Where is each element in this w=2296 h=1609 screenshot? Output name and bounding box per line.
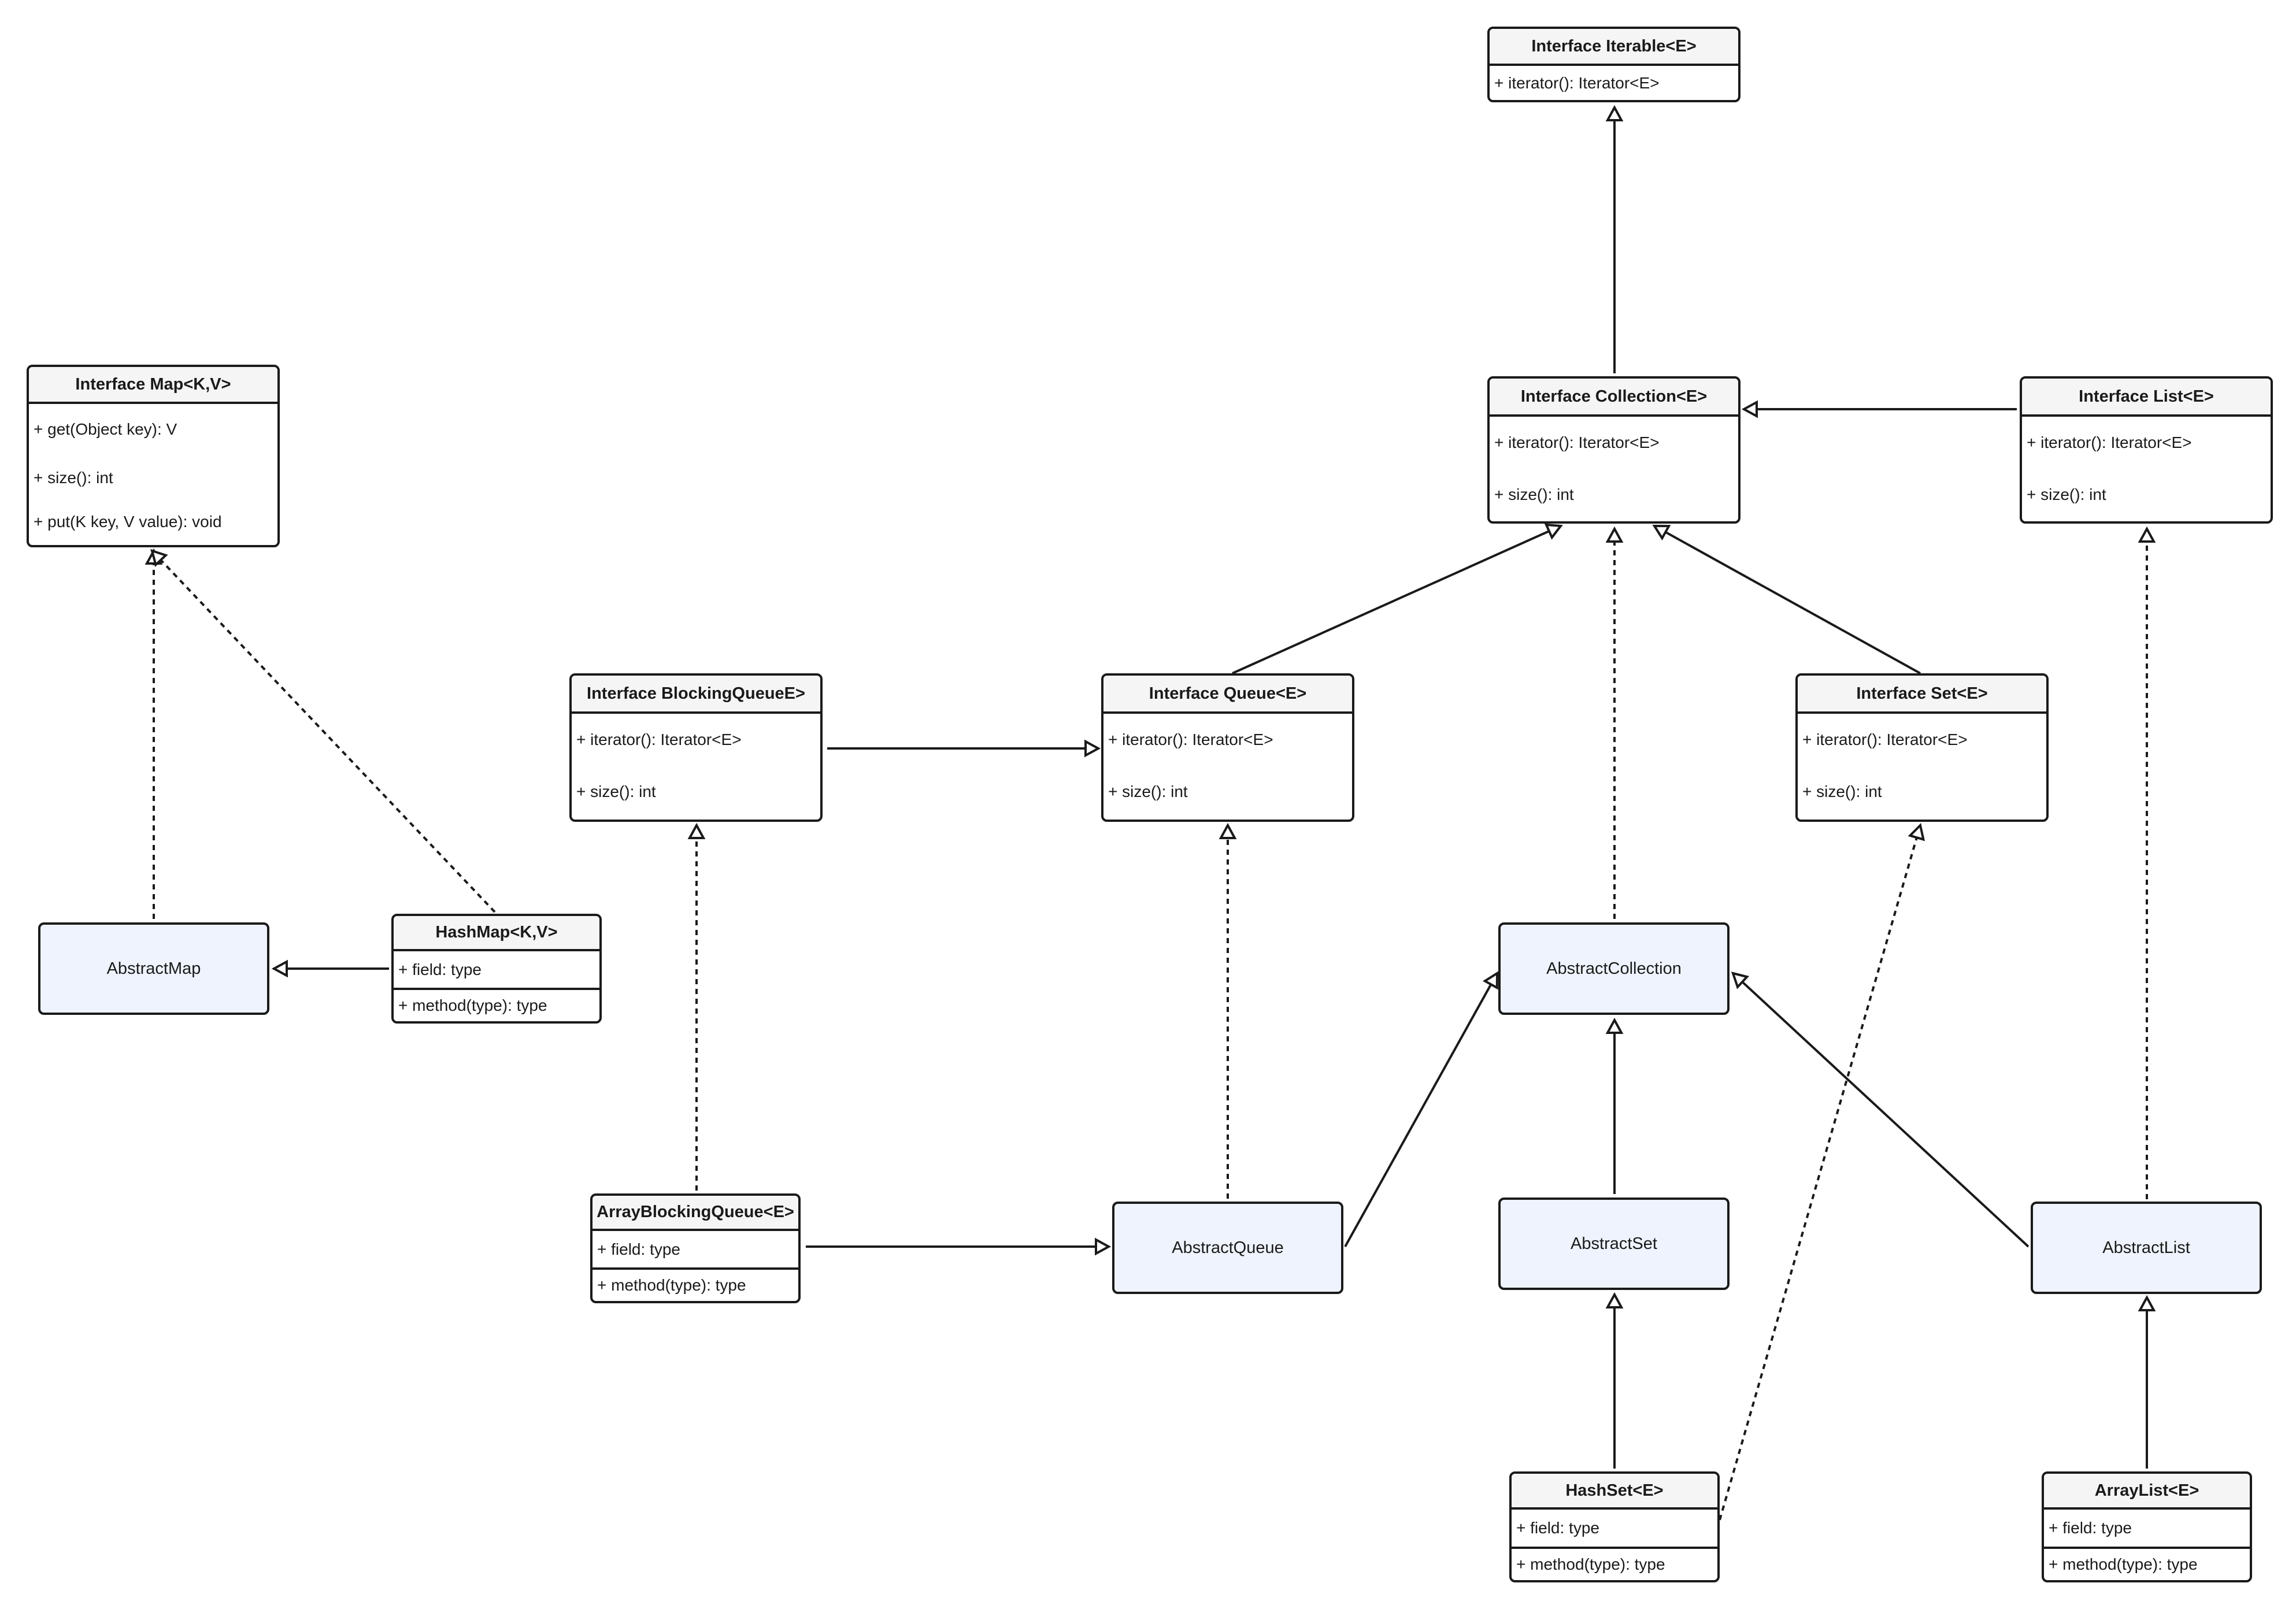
edge-set-to-collection	[1652, 524, 1921, 674]
node-interface-blocking-queue[interactable]: Interface BlockingQueueE> + iterator(): …	[569, 673, 823, 822]
edge-array_blocking_queue-to-abstract_queue	[806, 1237, 1112, 1256]
edge-arraylist-to-abstract_list	[2138, 1295, 2156, 1469]
edge-hashset-to-set	[1719, 822, 1925, 1521]
node-interface-iterable[interactable]: Interface Iterable<E> + iterator(): Iter…	[1487, 27, 1740, 102]
node-class-arraylist[interactable]: ArrayList<E> + field: type + method(type…	[2042, 1471, 2252, 1582]
hollow-arrowhead-icon	[1095, 1237, 1112, 1256]
hollow-arrowhead-icon	[1544, 523, 1563, 540]
edge-line	[1665, 531, 1921, 674]
node-interface-set[interactable]: Interface Set<E> + iterator(): Iterator<…	[1795, 673, 2049, 822]
node-title: HashSet<E>	[1512, 1474, 1717, 1510]
node-method: + method(type): type	[592, 1267, 798, 1301]
node-title: Interface Set<E>	[1798, 676, 2046, 714]
edge-hashmap-to-map	[150, 548, 496, 913]
edge-hashmap-to-abstract_map	[271, 959, 389, 978]
node-title: HashMap<K,V>	[394, 916, 599, 951]
node-title: Interface List<E>	[2022, 379, 2271, 417]
node-abstract-set[interactable]: AbstractSet	[1498, 1198, 1730, 1290]
edge-abstract_collection-to-collection	[1605, 526, 1624, 919]
node-abstract-map[interactable]: AbstractMap	[38, 922, 269, 1015]
node-method: + size(): int	[1802, 783, 1882, 800]
node-title: Interface Map<K,V>	[29, 367, 277, 404]
hollow-arrowhead-icon	[2138, 1295, 2156, 1311]
node-method: + method(type): type	[1512, 1547, 1717, 1580]
node-title: ArrayBlockingQueue<E>	[592, 1196, 798, 1231]
node-method: + get(Object key): V	[34, 420, 177, 438]
edge-abstract_set-to-abstract_collection	[1605, 1017, 1624, 1194]
node-class-hashmap[interactable]: HashMap<K,V> + field: type + method(type…	[391, 914, 602, 1024]
node-method: + size(): int	[576, 783, 656, 800]
hollow-arrowhead-icon	[1741, 400, 1758, 418]
node-interface-map[interactable]: Interface Map<K,V> + get(Object key): V …	[27, 365, 280, 547]
hollow-arrowhead-icon	[1652, 524, 1671, 541]
node-method: + size(): int	[1108, 783, 1188, 800]
edge-abstract_list-to-list	[2138, 526, 2156, 1199]
hollow-arrowhead-icon	[1605, 105, 1624, 121]
edge-line	[1232, 530, 1550, 674]
hollow-arrowhead-icon	[150, 548, 168, 567]
node-title: Interface Collection<E>	[1490, 379, 1738, 417]
node-method: + iterator(): Iterator<E>	[2027, 433, 2192, 451]
node-title: ArrayList<E>	[2044, 1474, 2250, 1510]
node-field: + field: type	[597, 1240, 680, 1258]
edge-abstract_queue-to-queue	[1219, 822, 1237, 1199]
node-title: Interface BlockingQueueE>	[572, 676, 820, 714]
node-method: + size(): int	[2027, 485, 2106, 503]
node-class-hashset[interactable]: HashSet<E> + field: type + method(type):…	[1509, 1471, 1720, 1582]
edge-line	[1741, 981, 2030, 1248]
node-method: + method(type): type	[394, 988, 599, 1021]
hollow-arrowhead-icon	[1482, 971, 1499, 990]
hollow-arrowhead-icon	[271, 959, 288, 978]
edge-line	[160, 559, 496, 913]
node-method: + iterator(): Iterator<E>	[1494, 433, 1660, 451]
node-field: + field: type	[1516, 1519, 1599, 1537]
node-field: + field: type	[398, 960, 482, 978]
node-title: Interface Queue<E>	[1103, 676, 1352, 714]
edge-abstract_queue-to-abstract_collection	[1344, 971, 1499, 1247]
edge-abstract_list-to-abstract_collection	[1731, 972, 2030, 1248]
edge-array_blocking_queue-to-blocking_queue	[687, 822, 706, 1191]
edge-list-to-collection	[1741, 400, 2017, 418]
edge-queue-to-collection	[1232, 523, 1563, 674]
node-method: + iterator(): Iterator<E>	[1494, 73, 1660, 92]
hollow-arrowhead-icon	[1605, 1292, 1624, 1308]
hollow-arrowhead-icon	[1908, 822, 1925, 841]
edge-collection-to-iterable	[1605, 105, 1624, 373]
hollow-arrowhead-icon	[2138, 526, 2156, 543]
edge-line	[1344, 984, 1493, 1247]
edge-hashset-to-abstract_set	[1605, 1292, 1624, 1469]
node-title: Interface Iterable<E>	[1490, 29, 1738, 66]
node-abstract-list[interactable]: AbstractList	[2031, 1202, 2262, 1294]
node-interface-queue[interactable]: Interface Queue<E> + iterator(): Iterato…	[1101, 673, 1354, 822]
node-method: + size(): int	[1494, 485, 1574, 503]
hollow-arrowhead-icon	[687, 822, 706, 839]
edge-blocking_queue-to-queue	[827, 739, 1101, 758]
node-interface-collection[interactable]: Interface Collection<E> + iterator(): It…	[1487, 376, 1740, 524]
hollow-arrowhead-icon	[1605, 526, 1624, 543]
hollow-arrowhead-icon	[1084, 739, 1101, 758]
hollow-arrowhead-icon	[1731, 972, 1750, 989]
node-method: + iterator(): Iterator<E>	[1802, 731, 1968, 748]
edge-line	[1719, 837, 1918, 1521]
node-method: + put(K key, V value): void	[34, 513, 222, 531]
node-abstract-queue[interactable]: AbstractQueue	[1112, 1202, 1343, 1294]
node-method: + method(type): type	[2044, 1547, 2250, 1580]
node-method: + size(): int	[34, 469, 113, 487]
edge-abstract_map-to-map	[145, 548, 163, 919]
hollow-arrowhead-icon	[1605, 1017, 1624, 1034]
node-field: + field: type	[2049, 1519, 2132, 1537]
node-class-array-blocking-queue[interactable]: ArrayBlockingQueue<E> + field: type + me…	[590, 1193, 801, 1303]
node-method: + iterator(): Iterator<E>	[576, 731, 742, 748]
node-interface-list[interactable]: Interface List<E> + iterator(): Iterator…	[2020, 376, 2273, 524]
node-abstract-collection[interactable]: AbstractCollection	[1498, 922, 1730, 1015]
node-method: + iterator(): Iterator<E>	[1108, 731, 1273, 748]
hollow-arrowhead-icon	[1219, 822, 1237, 839]
